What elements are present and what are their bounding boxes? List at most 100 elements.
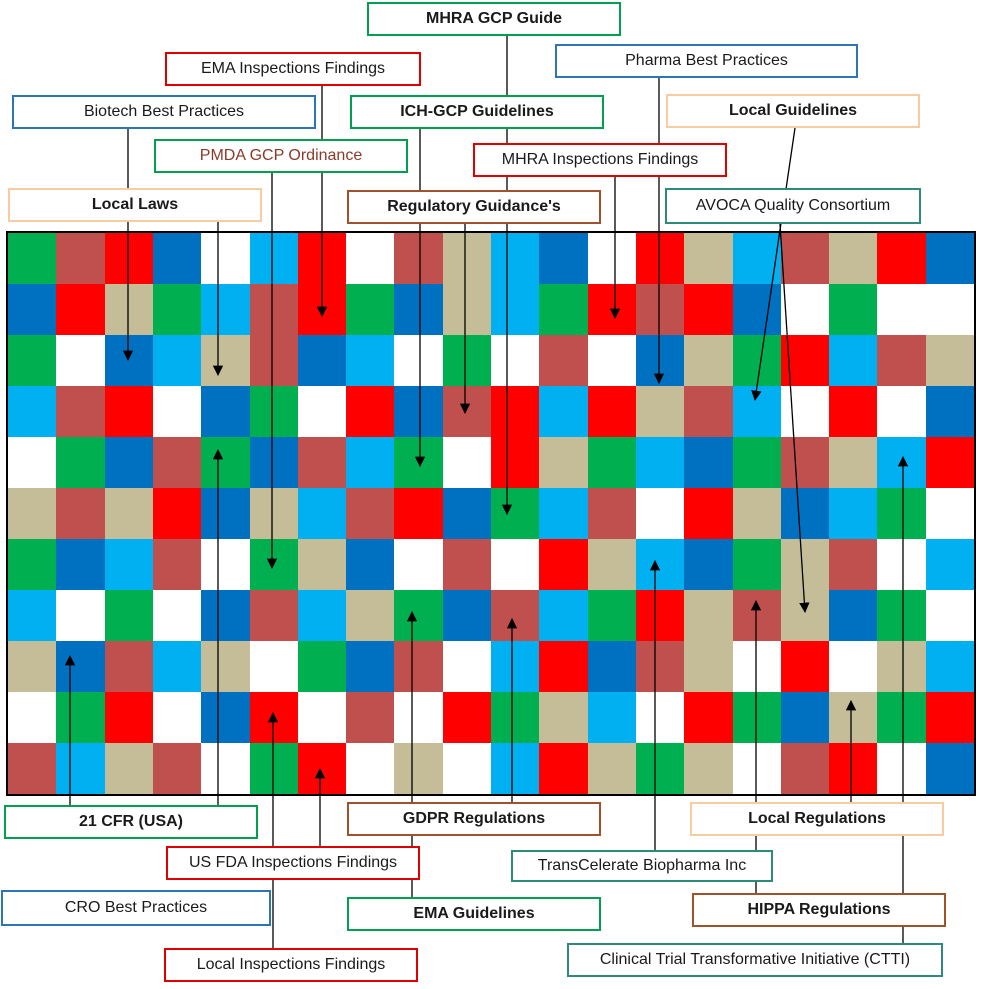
label-biotech-best-practices: Biotech Best Practices (12, 95, 316, 129)
grid-cell (539, 488, 589, 540)
grid-cell (587, 743, 637, 794)
label-cro-best-practices: CRO Best Practices (1, 890, 271, 926)
grid-cell (104, 590, 154, 642)
grid-cell (732, 437, 782, 489)
grid-cell (201, 590, 251, 642)
grid-cell (829, 335, 878, 387)
grid-cell (297, 233, 347, 285)
grid-cell (8, 335, 57, 387)
grid-cell (491, 386, 540, 438)
grid-cell (394, 641, 444, 693)
grid-cell (394, 488, 444, 540)
grid-cell (684, 539, 734, 591)
grid-cell (780, 641, 830, 693)
grid-cell (8, 233, 57, 285)
grid-cell (829, 590, 878, 642)
grid-cell (539, 386, 589, 438)
grid-cell (925, 488, 974, 540)
grid-cell (152, 641, 202, 693)
grid-cell (587, 590, 637, 642)
grid-cell (491, 437, 540, 489)
grid-cell (684, 590, 734, 642)
grid-cell (732, 386, 782, 438)
grid-cell (587, 335, 637, 387)
label-local-laws: Local Laws (8, 188, 262, 222)
grid-cell (104, 335, 154, 387)
grid-cell (152, 539, 202, 591)
grid-cell (394, 233, 444, 285)
grid-cell (297, 743, 347, 794)
grid-cell (249, 335, 299, 387)
grid-cell (346, 437, 395, 489)
grid-cell (732, 743, 782, 794)
grid-cell (491, 641, 540, 693)
grid-cell (297, 590, 347, 642)
grid-cell (877, 488, 927, 540)
label-21-cfr-usa: 21 CFR (USA) (4, 805, 258, 839)
grid-cell (56, 641, 106, 693)
grid-cell (56, 743, 106, 794)
grid-cell (201, 743, 251, 794)
grid-cell (104, 743, 154, 794)
grid-cell (297, 692, 347, 744)
grid-cell (587, 284, 637, 336)
grid-cell (56, 386, 106, 438)
grid-cell (297, 335, 347, 387)
grid-cell (635, 539, 685, 591)
grid-cell (104, 539, 154, 591)
label-ema-inspections-findings: EMA Inspections Findings (165, 52, 421, 86)
grid-cell (539, 692, 589, 744)
grid-cell (346, 386, 395, 438)
grid-cell (829, 692, 878, 744)
grid-cell (925, 539, 974, 591)
grid-cell (346, 743, 395, 794)
grid-cell (152, 488, 202, 540)
grid-cell (442, 386, 492, 438)
grid-cell (442, 437, 492, 489)
label-avoca-quality-consortium: AVOCA Quality Consortium (665, 188, 921, 224)
grid-cell (587, 233, 637, 285)
label-ich-gcp-guidelines: ICH-GCP Guidelines (350, 95, 604, 129)
grid-cell (491, 233, 540, 285)
grid-cell (539, 437, 589, 489)
grid-cell (732, 590, 782, 642)
grid-cell (780, 590, 830, 642)
grid-cell (56, 488, 106, 540)
grid-cell (249, 743, 299, 794)
grid-cell (684, 284, 734, 336)
grid-cell (829, 743, 878, 794)
grid-cell (925, 233, 974, 285)
grid-cell (346, 590, 395, 642)
grid-cell (297, 488, 347, 540)
grid-cell (684, 743, 734, 794)
grid-cell (201, 488, 251, 540)
grid-cell (152, 233, 202, 285)
grid-cell (8, 539, 57, 591)
label-hippa-regulations: HIPPA Regulations (692, 893, 946, 927)
grid-cell (877, 692, 927, 744)
grid-cell (442, 284, 492, 336)
grid-cell (587, 539, 637, 591)
grid-cell (491, 539, 540, 591)
grid-cell (539, 335, 589, 387)
grid-cell (829, 641, 878, 693)
grid-cell (925, 335, 974, 387)
grid-cell (732, 233, 782, 285)
grid-cell (8, 284, 57, 336)
grid-cell (684, 488, 734, 540)
color-mosaic-grid (6, 231, 976, 796)
grid-cell (732, 641, 782, 693)
label-ema-guidelines: EMA Guidelines (347, 897, 601, 931)
grid-cell (297, 437, 347, 489)
label-local-guidelines: Local Guidelines (666, 94, 920, 128)
grid-cell (877, 743, 927, 794)
grid-cell (104, 437, 154, 489)
grid-cell (442, 233, 492, 285)
grid-cell (394, 743, 444, 794)
grid-cell (780, 743, 830, 794)
grid-cell (394, 335, 444, 387)
grid-cell (201, 539, 251, 591)
grid-cell (56, 284, 106, 336)
grid-cell (877, 335, 927, 387)
grid-cell (442, 743, 492, 794)
